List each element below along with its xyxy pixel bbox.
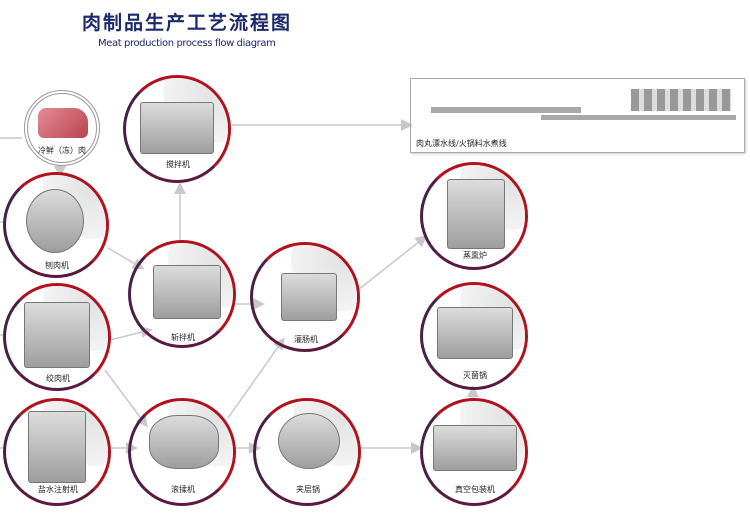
node-jacketed-kettle: 夹层锅 xyxy=(253,398,361,506)
sterilizer-image xyxy=(437,307,513,359)
node-label: 灌肠机 xyxy=(294,335,318,344)
meat-image xyxy=(38,108,88,138)
injector-image xyxy=(28,411,86,483)
node-label: 灭菌锅 xyxy=(463,371,487,380)
node-label: 盐水注射机 xyxy=(38,485,78,494)
node-label: 真空包装机 xyxy=(455,485,495,494)
title-chinese: 肉制品生产工艺流程图 xyxy=(82,12,293,34)
stuffer-image xyxy=(281,273,337,321)
connector xyxy=(104,369,148,428)
node-injector: 盐水注射机 xyxy=(3,398,111,506)
conveyor-image xyxy=(431,107,581,113)
node-sterilizer: 灭菌锅 xyxy=(420,282,528,390)
node-label: 滚揉机 xyxy=(171,485,195,494)
node-stuffer: 灌肠机 xyxy=(250,242,360,352)
node-mixer: 搅拌机 xyxy=(123,75,231,183)
title-english: Meat production process flow diagram xyxy=(98,38,276,49)
node-raw-meat: 冷鲜（冻）肉 xyxy=(24,90,100,166)
kettle-image xyxy=(278,413,340,469)
node-label: 刨肉机 xyxy=(45,261,69,270)
node-production-line: 肉丸漂水线/火锅料水煮线 xyxy=(410,78,745,153)
connector xyxy=(227,337,285,419)
mixer-image xyxy=(140,102,214,154)
node-vacuum-packer: 真空包装机 xyxy=(420,398,528,506)
node-slicer: 刨肉机 xyxy=(3,172,109,278)
node-label: 夹层锅 xyxy=(296,485,320,494)
slicer-image xyxy=(26,189,84,253)
node-chopper: 斩拌机 xyxy=(128,240,236,348)
node-tumbler: 滚揉机 xyxy=(128,398,236,506)
node-label: 蒸熏炉 xyxy=(463,251,487,260)
chopper-image xyxy=(153,265,221,319)
node-label: 搅拌机 xyxy=(166,160,190,169)
smokehouse-image xyxy=(447,179,505,249)
node-smokehouse: 蒸熏炉 xyxy=(420,162,528,270)
conveyor-image xyxy=(541,115,631,120)
node-label: 绞肉机 xyxy=(46,374,70,383)
cooker-units-image xyxy=(631,89,731,111)
conveyor-image xyxy=(621,115,736,120)
tumbler-image xyxy=(149,415,219,469)
grinder-image xyxy=(24,302,90,368)
node-label: 肉丸漂水线/火锅料水煮线 xyxy=(416,139,507,148)
node-label: 冷鲜（冻）肉 xyxy=(38,146,86,155)
connector xyxy=(357,235,428,291)
node-grinder: 绞肉机 xyxy=(3,283,111,391)
vacuum-packer-image xyxy=(433,425,517,471)
node-label: 斩拌机 xyxy=(171,333,195,342)
